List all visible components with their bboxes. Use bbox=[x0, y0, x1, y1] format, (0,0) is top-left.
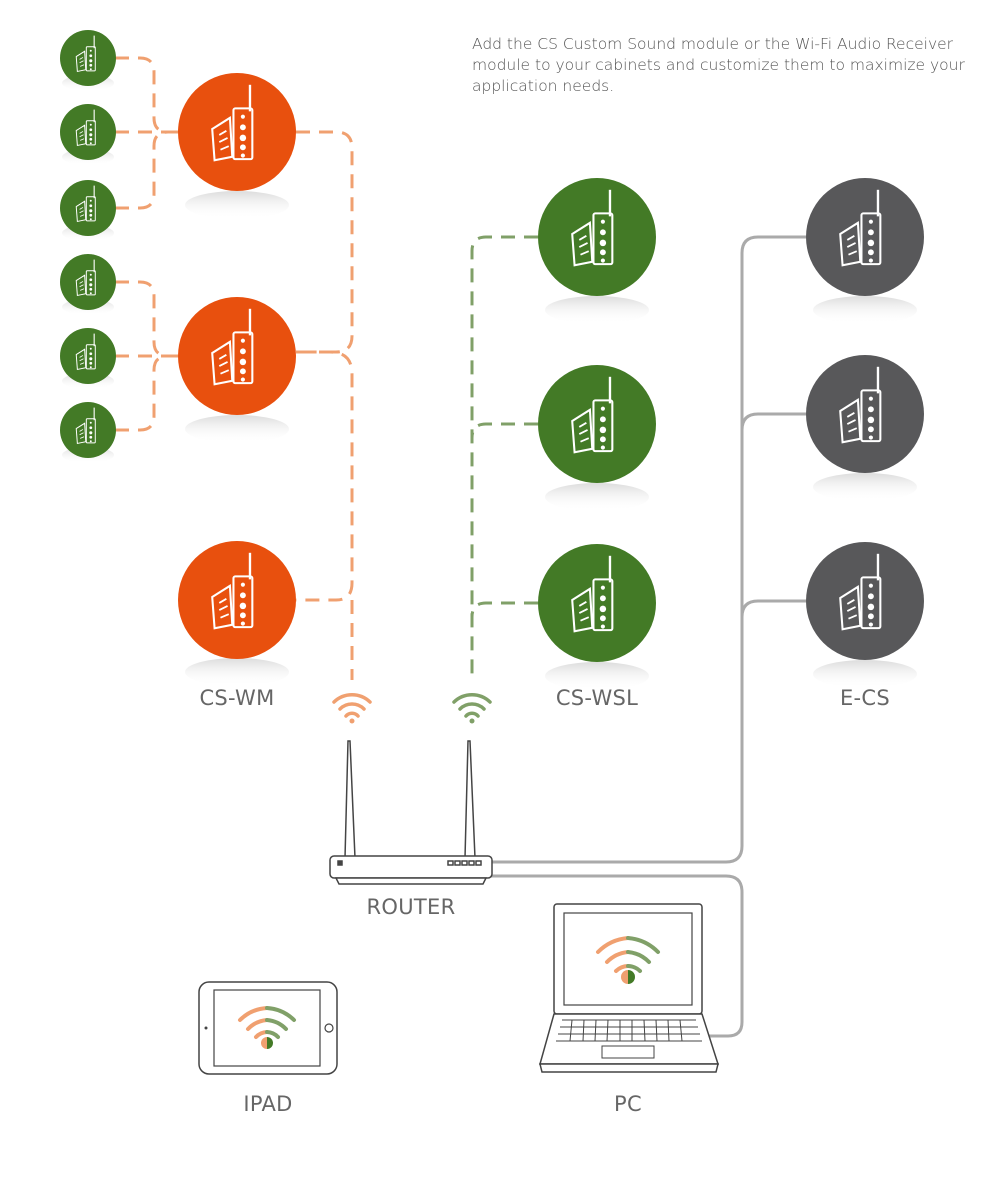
cs-wsl-module-3 bbox=[538, 544, 656, 690]
router-label: ROUTER bbox=[366, 895, 456, 919]
cs-wm-label: CS-WM bbox=[199, 686, 275, 710]
e-cs-links bbox=[490, 235, 806, 1038]
cs-wsl-module-1 bbox=[538, 178, 656, 324]
e-cs-module-2 bbox=[806, 355, 924, 501]
ipad-label: IPAD bbox=[243, 1092, 293, 1116]
cs-wsl-links bbox=[470, 235, 538, 680]
cs-wm-module-3 bbox=[178, 541, 296, 686]
cs-wsl-label: CS-WSL bbox=[555, 686, 639, 710]
wifi-icon bbox=[452, 693, 492, 724]
pc-label: PC bbox=[614, 1092, 642, 1116]
ipad-icon bbox=[198, 981, 338, 1075]
small-module-6 bbox=[60, 402, 116, 463]
intro-text: Add the CS Custom Sound module or the Wi… bbox=[472, 35, 965, 95]
cs-wm-modules bbox=[178, 73, 296, 686]
e-cs-module-1 bbox=[806, 178, 924, 324]
small-module-4 bbox=[60, 254, 116, 315]
cs-wsl-module-2 bbox=[538, 365, 656, 511]
router-icon bbox=[329, 740, 493, 885]
cs-wm-module-2 bbox=[178, 297, 296, 443]
small-module-5 bbox=[60, 328, 116, 389]
cs-wm-links bbox=[115, 56, 354, 680]
e-cs-label: E-CS bbox=[839, 686, 891, 710]
small-module-1 bbox=[60, 30, 116, 91]
wifi-icon bbox=[332, 693, 372, 724]
small-module-3 bbox=[60, 180, 116, 241]
e-cs-modules bbox=[806, 178, 924, 688]
e-cs-module-3 bbox=[806, 542, 924, 688]
cs-wm-module-1 bbox=[178, 73, 296, 219]
pc-laptop-icon bbox=[539, 903, 720, 1073]
cs-wsl-modules bbox=[538, 178, 656, 690]
small-module-2 bbox=[60, 104, 116, 165]
small-modules bbox=[60, 30, 116, 463]
